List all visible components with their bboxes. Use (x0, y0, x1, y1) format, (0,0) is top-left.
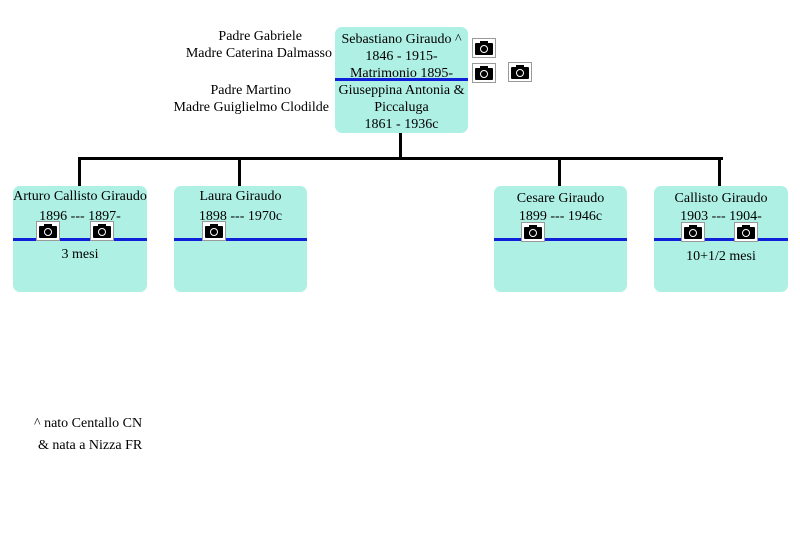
child-note: 10+1/2 mesi (686, 249, 756, 264)
child-dates: 1898 --- 1970c (198, 209, 283, 224)
camera-icon[interactable] (472, 38, 496, 58)
child-name: Laura Giraudo (199, 189, 282, 204)
wife-father: Padre Martino (210, 83, 291, 98)
husband-father: Padre Gabriele (218, 29, 302, 44)
camera-icon[interactable] (681, 222, 705, 242)
child-divider-4 (654, 238, 788, 241)
husband-dates: 1846 - 1915- (365, 49, 438, 64)
camera-icon[interactable] (734, 222, 758, 242)
wife-dates: 1861 - 1936c (364, 117, 439, 132)
child-dates: 1899 --- 1946c (518, 209, 603, 224)
camera-icon[interactable] (36, 221, 60, 241)
child-note: 3 mesi (61, 247, 99, 262)
legend-born-wife: & nata a Nizza FR (38, 438, 143, 453)
husband-mother: Madre Caterina Dalmasso (185, 46, 332, 61)
couple-divider (335, 78, 468, 81)
child-divider-2 (174, 238, 307, 241)
camera-icon[interactable] (90, 221, 114, 241)
camera-icon[interactable] (472, 63, 496, 83)
wife-mother: Madre Guiglielmo Clodilde (173, 100, 329, 115)
wife-name-line1: Giuseppina Antonia & (338, 83, 465, 98)
husband-name: Sebastiano Giraudo ^ (341, 32, 462, 47)
child-divider-1 (13, 238, 147, 241)
couple-connector (399, 133, 402, 159)
child-connector-4 (718, 157, 721, 188)
sibling-connector (78, 157, 723, 160)
child-name: Cesare Giraudo (516, 191, 605, 206)
child-dates: 1896 --- 1897- (39, 209, 121, 224)
legend-born-husband: ^ nato Centallo CN (34, 416, 143, 431)
camera-icon[interactable] (202, 221, 226, 241)
camera-icon[interactable] (508, 62, 532, 82)
child-connector-2 (238, 157, 241, 188)
wife-name-line2: Piccaluga (374, 100, 429, 115)
child-divider-3 (494, 238, 627, 241)
child-connector-3 (558, 157, 561, 188)
camera-icon[interactable] (521, 222, 545, 242)
child-name: Arturo Callisto Giraudo (13, 189, 147, 204)
child-dates: 1903 --- 1904- (680, 209, 762, 224)
marriage-date: Matrimonio 1895- (349, 66, 454, 81)
child-connector-1 (78, 157, 81, 188)
child-name: Callisto Giraudo (674, 191, 768, 206)
